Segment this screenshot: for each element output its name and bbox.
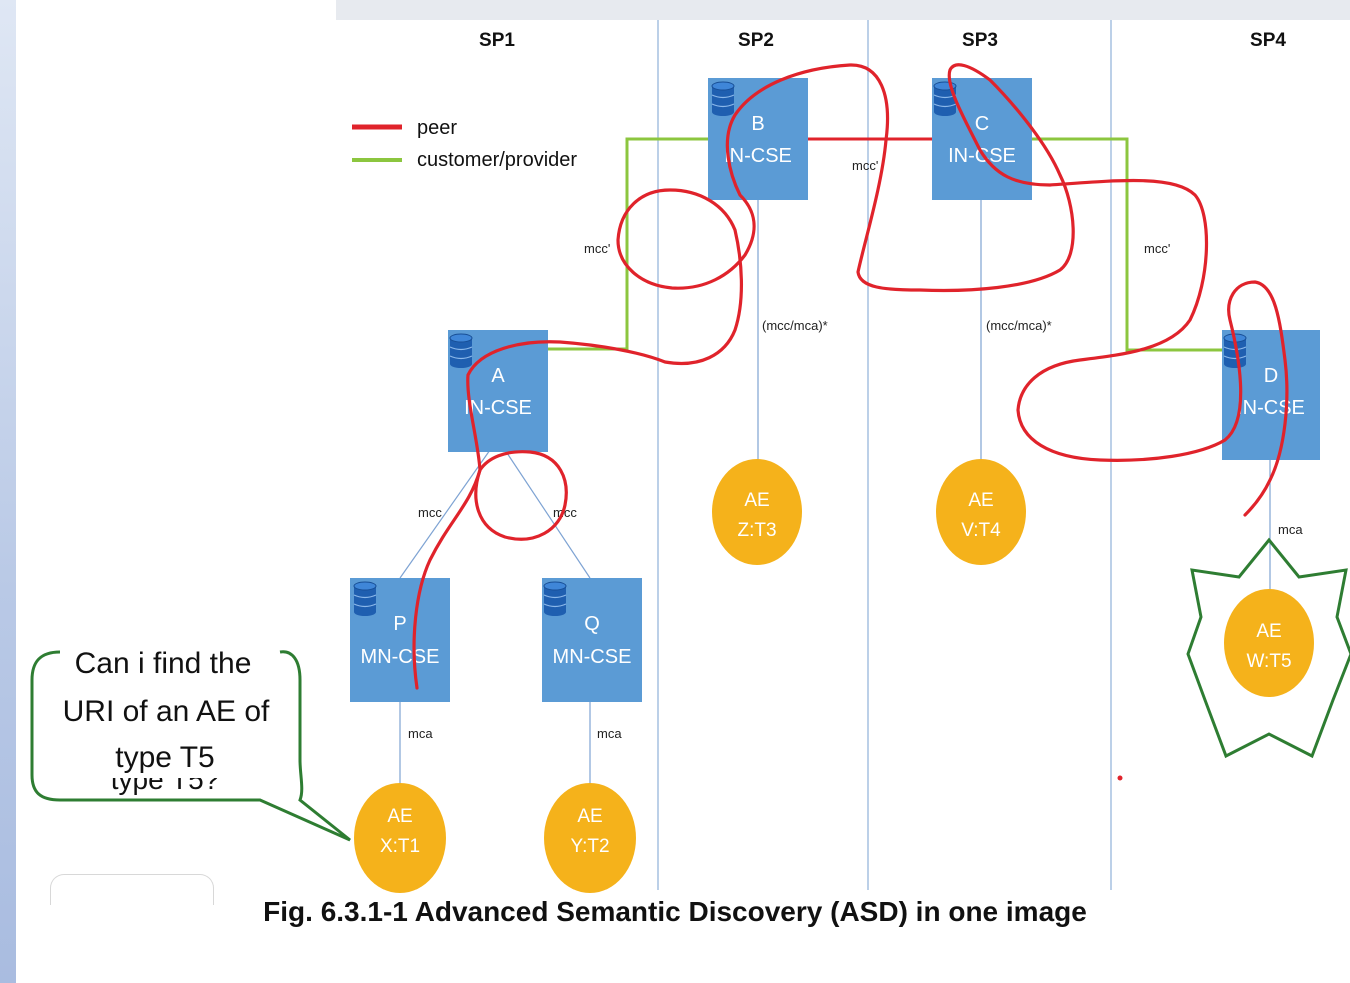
link-label-mca-q: mca <box>597 726 622 741</box>
ae-v: AE V:T4 <box>936 459 1026 565</box>
link-label-mcc-cd: mcc' <box>1144 241 1170 256</box>
ae-y-line2: Y:T2 <box>570 836 609 857</box>
link-label-mcc-ab: mcc' <box>584 241 610 256</box>
link-a-b <box>548 137 708 351</box>
legend-peer-label: peer <box>417 117 457 139</box>
discovery-path-scribble <box>412 63 1289 690</box>
database-icon <box>353 581 377 617</box>
database-icon <box>543 581 567 617</box>
cse-d-letter: D <box>1264 365 1278 387</box>
legend-customer-provider-label: customer/provider <box>417 149 577 171</box>
sp3-label: SP3 <box>962 30 998 51</box>
slide-left-gradient-bar <box>0 0 16 983</box>
ae-z: AE Z:T3 <box>712 459 802 565</box>
ae-x-line2: X:T1 <box>380 836 420 857</box>
cse-node-b: B IN-CSE <box>708 78 808 200</box>
database-icon <box>449 333 473 369</box>
thin-links <box>399 200 1271 790</box>
ghost-text-box <box>50 874 214 905</box>
ae-y: AE Y:T2 <box>544 783 636 893</box>
ae-v-line1: AE <box>968 490 993 511</box>
sp1-label: SP1 <box>479 30 515 51</box>
link-label-mcc-aq: mcc <box>553 505 577 520</box>
sp2-label: SP2 <box>738 30 774 51</box>
cse-q-type: MN-CSE <box>553 646 632 668</box>
ae-z-line1: AE <box>744 490 769 511</box>
figure-caption: Fig. 6.3.1-1 Advanced Semantic Discovery… <box>263 896 1087 927</box>
link-c-d <box>1032 137 1222 352</box>
highlight-star <box>1186 537 1350 759</box>
database-icon <box>711 81 735 117</box>
discovery-path-loop-a <box>474 450 568 541</box>
cse-node-p: P MN-CSE <box>350 578 450 702</box>
cse-a-type: IN-CSE <box>464 397 532 419</box>
cse-b-letter: B <box>751 113 764 135</box>
link-label-mca-d: mca <box>1278 522 1303 537</box>
callout-outline <box>30 650 351 842</box>
cse-c-letter: C <box>975 113 989 135</box>
stray-dot <box>1117 775 1123 781</box>
cse-node-q: Q MN-CSE <box>542 578 642 702</box>
cse-b-type: IN-CSE <box>724 145 792 167</box>
ae-x: AE X:T1 <box>354 783 446 893</box>
callout-overlap-mask <box>50 764 290 778</box>
cse-p-letter: P <box>393 613 406 635</box>
link-label-mca-p: mca <box>408 726 433 741</box>
link-label-mcc-mca-c: (mcc/mca)* <box>986 318 1052 333</box>
cse-node-a: A IN-CSE <box>448 330 548 452</box>
sp-dividers <box>657 20 1112 890</box>
callout-line2: URI of an AE of <box>63 695 270 728</box>
ae-w-line1: AE <box>1256 621 1281 642</box>
ae-x-line1: AE <box>387 806 412 827</box>
figure-top-strip <box>336 0 1350 20</box>
link-label-mcc-bc: mcc' <box>852 158 878 173</box>
cse-p-type: MN-CSE <box>361 646 440 668</box>
cse-a-letter: A <box>491 365 505 387</box>
sp4-label: SP4 <box>1250 30 1286 51</box>
link-label-mcc-mca-b: (mcc/mca)* <box>762 318 828 333</box>
customer-provider-links <box>548 137 1222 352</box>
ae-z-line2: Z:T3 <box>737 520 776 541</box>
ae-w: AE W:T5 <box>1224 589 1314 697</box>
ae-y-line1: AE <box>577 806 602 827</box>
callout-line3: type T5 <box>115 741 215 774</box>
ae-v-line2: V:T4 <box>961 520 1001 541</box>
callout-bubble: type T5? Can i find the URI of an AE of … <box>30 647 351 842</box>
ae-w-line2: W:T5 <box>1246 651 1291 672</box>
cse-q-letter: Q <box>584 613 600 635</box>
cse-d-type: IN-CSE <box>1237 397 1305 419</box>
callout-line1: Can i find the <box>75 647 252 680</box>
link-label-mcc-ap: mcc <box>418 505 442 520</box>
legend: peer customer/provider <box>352 117 577 171</box>
